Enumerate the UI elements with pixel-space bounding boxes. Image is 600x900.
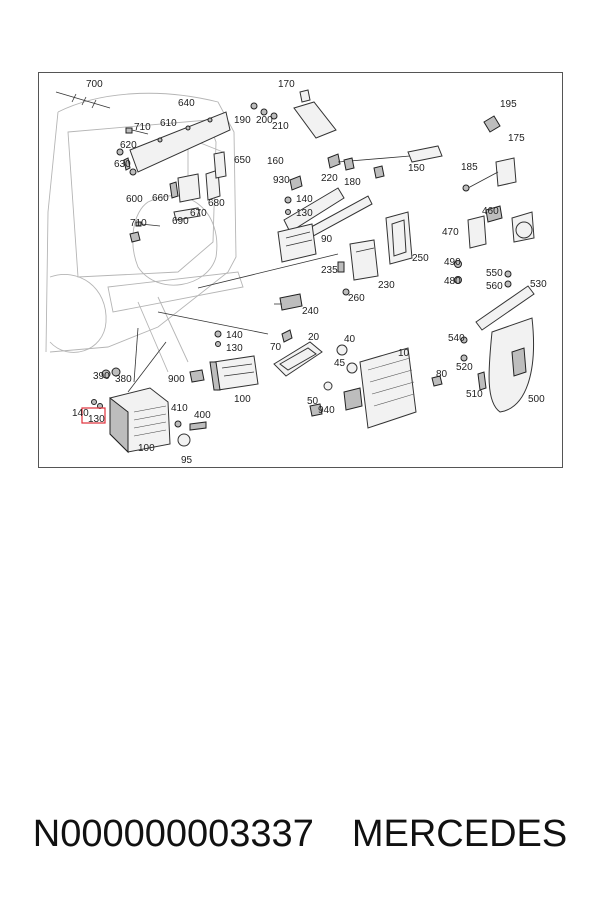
callout-label-470: 470 bbox=[442, 227, 459, 238]
callout-label-140: 140 bbox=[226, 330, 243, 341]
footer: N000000003337 MERCEDES bbox=[0, 806, 600, 862]
callout-label-185: 185 bbox=[461, 162, 478, 173]
callout-label-240: 240 bbox=[302, 306, 319, 317]
callout-label-650: 650 bbox=[234, 155, 251, 166]
callout-label-400: 400 bbox=[194, 410, 211, 421]
callout-label-250: 250 bbox=[412, 253, 429, 264]
callout-label-175: 175 bbox=[508, 133, 525, 144]
callout-label-260: 260 bbox=[348, 293, 365, 304]
callout-label-50: 50 bbox=[307, 396, 319, 407]
callout-label-190: 190 bbox=[234, 115, 251, 126]
part-small-fasteners bbox=[116, 127, 161, 243]
callout-label-670: 670 bbox=[190, 208, 207, 219]
callout-label-480: 480 bbox=[444, 276, 461, 287]
callout-label-235: 235 bbox=[321, 265, 338, 276]
callout-label-630: 630 bbox=[114, 159, 131, 170]
callout-label-460: 460 bbox=[482, 206, 499, 217]
callout-label-220: 220 bbox=[321, 173, 338, 184]
callout-label-680: 680 bbox=[208, 198, 225, 209]
callout-label-620: 620 bbox=[120, 140, 137, 151]
callout-label-690: 690 bbox=[172, 216, 189, 227]
callout-label-710: 710 bbox=[130, 218, 147, 229]
callout-label-160: 160 bbox=[267, 156, 284, 167]
part-handle-bar bbox=[250, 89, 443, 241]
part-240 bbox=[274, 293, 303, 311]
callout-label-170: 170 bbox=[278, 79, 295, 90]
part-license-bracket bbox=[123, 111, 231, 173]
part-lamp-10 bbox=[309, 344, 443, 429]
part-700-cable bbox=[55, 91, 111, 109]
callout-label-95: 95 bbox=[181, 455, 193, 466]
callout-label-540: 540 bbox=[448, 333, 465, 344]
callout-label-20: 20 bbox=[308, 332, 320, 343]
callout-label-80: 80 bbox=[436, 369, 448, 380]
callout-label-640: 640 bbox=[178, 98, 195, 109]
callout-label-130: 130 bbox=[296, 208, 313, 219]
callout-label-140: 140 bbox=[296, 194, 313, 205]
callout-label-530: 530 bbox=[530, 279, 547, 290]
callout-label-210: 210 bbox=[272, 121, 289, 132]
part-660-670 bbox=[169, 151, 227, 221]
callout-label-610: 610 bbox=[160, 118, 177, 129]
callout-label-10: 10 bbox=[398, 348, 410, 359]
callout-label-130: 130 bbox=[88, 414, 105, 425]
callout-label-40: 40 bbox=[344, 334, 356, 345]
brand-name: MERCEDES bbox=[351, 812, 568, 855]
callout-label-900: 900 bbox=[168, 374, 185, 385]
callout-label-140: 140 bbox=[72, 408, 89, 419]
part-rear-light-100 bbox=[127, 330, 259, 393]
callout-label-500: 500 bbox=[528, 394, 545, 405]
part-lens-20 bbox=[157, 311, 323, 377]
callout-label-380: 380 bbox=[115, 374, 132, 385]
part-light-230 bbox=[197, 211, 413, 296]
part-right-group bbox=[454, 115, 535, 413]
callout-label-230: 230 bbox=[378, 280, 395, 291]
callout-label-550: 550 bbox=[486, 268, 503, 279]
callout-label-930: 930 bbox=[273, 175, 290, 186]
callout-label-390: 390 bbox=[93, 371, 110, 382]
highlight-box bbox=[81, 407, 106, 424]
callout-label-90: 90 bbox=[321, 234, 333, 245]
callout-label-70: 70 bbox=[270, 342, 282, 353]
callout-label-195: 195 bbox=[500, 99, 517, 110]
callout-label-660: 660 bbox=[152, 193, 169, 204]
callout-label-130: 130 bbox=[226, 343, 243, 354]
callout-label-520: 520 bbox=[456, 362, 473, 373]
callout-label-490: 490 bbox=[444, 257, 461, 268]
callout-label-180: 180 bbox=[344, 177, 361, 188]
callout-label-940: 940 bbox=[318, 405, 335, 416]
callout-label-600: 600 bbox=[126, 194, 143, 205]
callout-label-45: 45 bbox=[334, 358, 346, 369]
callout-label-510: 510 bbox=[466, 389, 483, 400]
callout-label-150: 150 bbox=[408, 163, 425, 174]
callout-label-410: 410 bbox=[171, 403, 188, 414]
callout-label-200: 200 bbox=[256, 115, 273, 126]
callout-label-100: 100 bbox=[138, 443, 155, 454]
part-light-90 bbox=[277, 196, 317, 263]
part-number: N000000003337 bbox=[32, 812, 314, 855]
callout-label-700: 700 bbox=[86, 79, 103, 90]
callout-label-560: 560 bbox=[486, 281, 503, 292]
callout-label-710: 710 bbox=[134, 122, 151, 133]
callout-label-100: 100 bbox=[234, 394, 251, 405]
part-rear-light-100b bbox=[91, 327, 207, 454]
